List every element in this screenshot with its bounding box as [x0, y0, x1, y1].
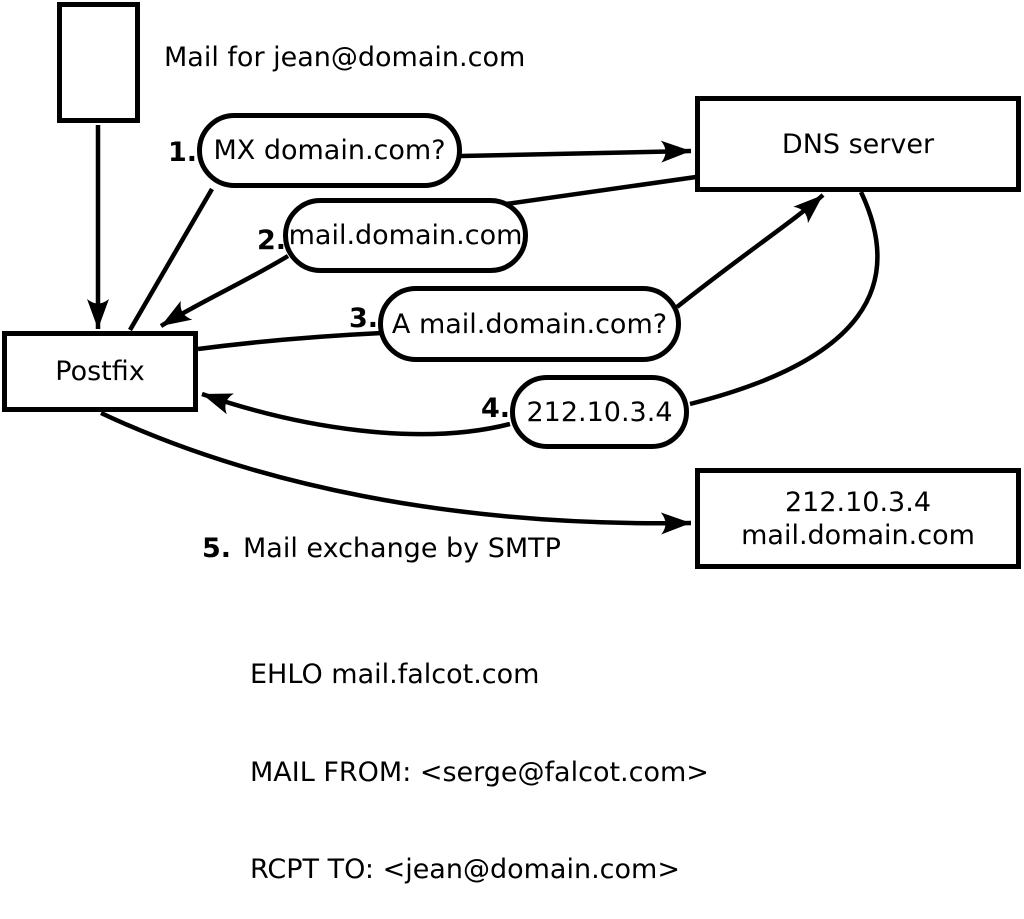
arrow-answer4-to-postfix — [201, 391, 511, 437]
smtp-line: MAIL FROM: <serge@falcot.com> — [250, 756, 709, 788]
step-5-number: 5. — [202, 533, 232, 564]
smtp-exchange-caption: Mail exchange by SMTP — [243, 533, 561, 564]
line-postfix-to-query3 — [197, 330, 383, 352]
envelope-box — [57, 2, 140, 123]
mail-server-box: 212.10.3.4 mail.domain.com — [695, 468, 1021, 569]
arrow-query1-to-dns — [460, 140, 692, 163]
mail-server-hostname: mail.domain.com — [741, 519, 975, 551]
smtp-session-transcript: EHLO mail.falcot.com MAIL FROM: <serge@f… — [250, 594, 709, 919]
postfix-label: Postfix — [55, 356, 145, 387]
step-2-number: 2. — [257, 225, 287, 256]
smtp-line: RCPT TO: <jean@domain.com> — [250, 854, 680, 885]
query-mx-bubble: MX domain.com? — [197, 113, 462, 188]
arrow-query3-to-dns — [675, 193, 825, 309]
diagram-title: Mail for jean@domain.com — [164, 42, 526, 73]
query-a-bubble: A mail.domain.com? — [378, 286, 681, 362]
step-3-number: 3. — [349, 303, 379, 334]
query-mx-text: MX domain.com? — [213, 135, 446, 166]
line-dns-to-answer2 — [505, 174, 697, 207]
smtp-line: EHLO mail.falcot.com — [250, 659, 540, 690]
postfix-box: Postfix — [2, 331, 198, 412]
arrow-answer2-to-postfix — [159, 254, 290, 328]
step-1-number: 1. — [168, 137, 198, 168]
answer-mx-bubble: mail.domain.com — [283, 198, 528, 273]
dns-server-label: DNS server — [781, 128, 935, 160]
answer-a-text: 212.10.3.4 — [526, 396, 673, 428]
line-postfix-to-query1 — [128, 187, 214, 332]
query-a-text: A mail.domain.com? — [391, 308, 668, 340]
step-4-number: 4. — [481, 393, 511, 424]
mail-server-ip: 212.10.3.4 — [785, 486, 931, 518]
dns-server-box: DNS server — [695, 96, 1021, 192]
arrow-postfix-to-mailserver-smtp — [100, 410, 692, 535]
line-dns-to-answer4 — [689, 191, 880, 407]
answer-mx-text: mail.domain.com — [288, 220, 523, 251]
answer-a-bubble: 212.10.3.4 — [510, 375, 689, 449]
